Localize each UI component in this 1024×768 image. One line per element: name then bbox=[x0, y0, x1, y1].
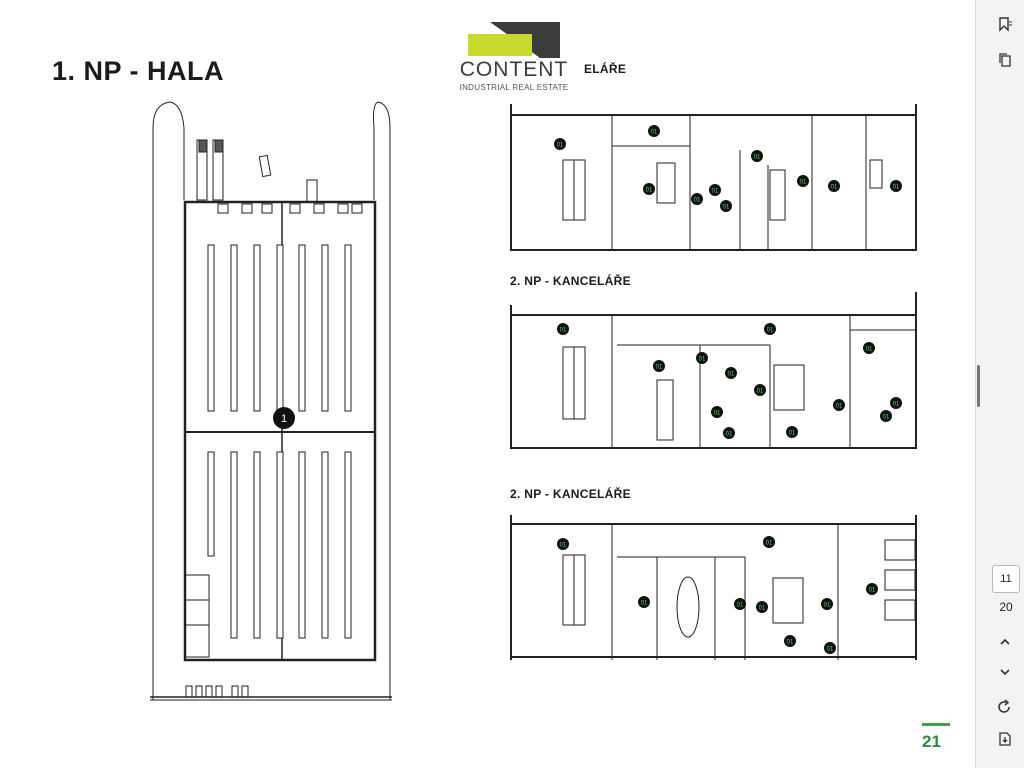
room-tag: 01 bbox=[711, 406, 723, 418]
room-tag: 01 bbox=[725, 367, 737, 379]
room-tag: 01 bbox=[638, 596, 650, 608]
section-label-2np-offices-a: 2. NP - KANCELÁŘE bbox=[510, 274, 631, 288]
logo: CONTENT INDUSTRIAL REAL ESTATE bbox=[448, 20, 580, 100]
room-tag: 01 bbox=[821, 598, 833, 610]
svg-text:01: 01 bbox=[694, 198, 701, 204]
room-tag: 01 bbox=[763, 536, 775, 548]
room-tag: 01 bbox=[709, 184, 721, 196]
svg-text:01: 01 bbox=[651, 130, 658, 136]
room-tag: 01 bbox=[797, 175, 809, 187]
svg-text:01: 01 bbox=[787, 640, 794, 646]
room-tag: 01 bbox=[723, 427, 735, 439]
svg-text:01: 01 bbox=[893, 185, 900, 191]
room-tag: 01 bbox=[786, 426, 798, 438]
room-tag: 01 bbox=[756, 601, 768, 613]
page-number-underline bbox=[922, 723, 950, 726]
svg-text:01: 01 bbox=[726, 432, 733, 438]
svg-text:01: 01 bbox=[714, 411, 721, 417]
room-tag: 01 bbox=[824, 642, 836, 654]
svg-text:01: 01 bbox=[831, 185, 838, 191]
svg-text:01: 01 bbox=[723, 205, 730, 211]
room-tag: 01 bbox=[890, 180, 902, 192]
svg-text:01: 01 bbox=[699, 357, 706, 363]
svg-text:01: 01 bbox=[641, 601, 648, 607]
section-label-2np-offices-b: 2. NP - KANCELÁŘE bbox=[510, 487, 631, 501]
room-tag: 01 bbox=[764, 323, 776, 335]
chevron-up-icon[interactable] bbox=[993, 630, 1017, 654]
room-tag: 01 bbox=[653, 360, 665, 372]
office-plan-2np-a bbox=[510, 292, 917, 449]
room-tag: 01 bbox=[648, 125, 660, 137]
svg-text:01: 01 bbox=[656, 365, 663, 371]
svg-text:01: 01 bbox=[893, 402, 900, 408]
copy-icon[interactable] bbox=[993, 48, 1017, 72]
room-tag: 01 bbox=[890, 397, 902, 409]
room-tag: 01 bbox=[734, 598, 746, 610]
room-tag: 01 bbox=[866, 583, 878, 595]
svg-text:01: 01 bbox=[759, 606, 766, 612]
room-tag: 01 bbox=[643, 183, 655, 195]
svg-text:01: 01 bbox=[883, 415, 890, 421]
svg-text:01: 01 bbox=[560, 328, 567, 334]
svg-text:01: 01 bbox=[824, 603, 831, 609]
svg-text:01: 01 bbox=[757, 389, 764, 395]
room-tag: 01 bbox=[863, 342, 875, 354]
room-tag: 01 bbox=[557, 323, 569, 335]
viewer-sidebar bbox=[975, 0, 1024, 768]
svg-text:01: 01 bbox=[767, 328, 774, 334]
current-page-field[interactable]: 11 bbox=[992, 565, 1020, 593]
chevron-down-icon[interactable] bbox=[993, 660, 1017, 684]
svg-text:01: 01 bbox=[754, 155, 761, 161]
office-plan-2np-b bbox=[510, 515, 917, 660]
hall-marker: 1 bbox=[281, 413, 287, 425]
room-tag: 01 bbox=[754, 384, 766, 396]
scrollbar-handle[interactable] bbox=[977, 365, 980, 407]
total-pages: 20 bbox=[999, 600, 1013, 614]
room-tag: 01 bbox=[554, 138, 566, 150]
bookmark-icon[interactable] bbox=[993, 12, 1017, 36]
room-tag: 01 bbox=[557, 538, 569, 550]
logo-name: CONTENT bbox=[459, 58, 569, 81]
document-page: 1. NP - HALA CONTENT INDUSTRIAL REAL EST… bbox=[52, 20, 950, 751]
room-tag: 01 bbox=[784, 635, 796, 647]
svg-text:01: 01 bbox=[646, 188, 653, 194]
logo-tagline: INDUSTRIAL REAL ESTATE bbox=[459, 83, 569, 92]
svg-text:01: 01 bbox=[766, 541, 773, 547]
svg-text:01: 01 bbox=[866, 347, 873, 353]
room-tag: 01 bbox=[691, 193, 703, 205]
hall-floor-plan: 1 bbox=[150, 101, 392, 701]
room-tag: 01 bbox=[696, 352, 708, 364]
rotate-icon[interactable] bbox=[993, 695, 1017, 719]
svg-text:01: 01 bbox=[712, 189, 719, 195]
room-tag: 01 bbox=[833, 399, 845, 411]
svg-text:01: 01 bbox=[827, 647, 834, 653]
office-plan-1np bbox=[510, 104, 917, 251]
page-number: 21 bbox=[922, 732, 941, 751]
room-tags: 01 01 01 01 01 01 01 01 01 01 01 01 01 01 01 01 01 01 01 01… bbox=[554, 125, 902, 654]
room-tag: 01 bbox=[828, 180, 840, 192]
svg-text:01: 01 bbox=[557, 143, 564, 149]
svg-text:01: 01 bbox=[560, 543, 567, 549]
room-tag: 01 bbox=[720, 200, 732, 212]
page-title: 1. NP - HALA bbox=[52, 56, 225, 86]
room-tag: 01 bbox=[751, 150, 763, 162]
svg-text:01: 01 bbox=[728, 372, 735, 378]
svg-text:01: 01 bbox=[869, 588, 876, 594]
svg-text:01: 01 bbox=[737, 603, 744, 609]
logo-mark bbox=[468, 22, 560, 58]
section-label-1np-offices: ELÁŘE bbox=[584, 62, 627, 76]
download-icon[interactable] bbox=[993, 727, 1017, 751]
svg-text:01: 01 bbox=[789, 431, 796, 437]
svg-text:01: 01 bbox=[836, 404, 843, 410]
room-tag: 01 bbox=[880, 410, 892, 422]
svg-text:01: 01 bbox=[800, 180, 807, 186]
